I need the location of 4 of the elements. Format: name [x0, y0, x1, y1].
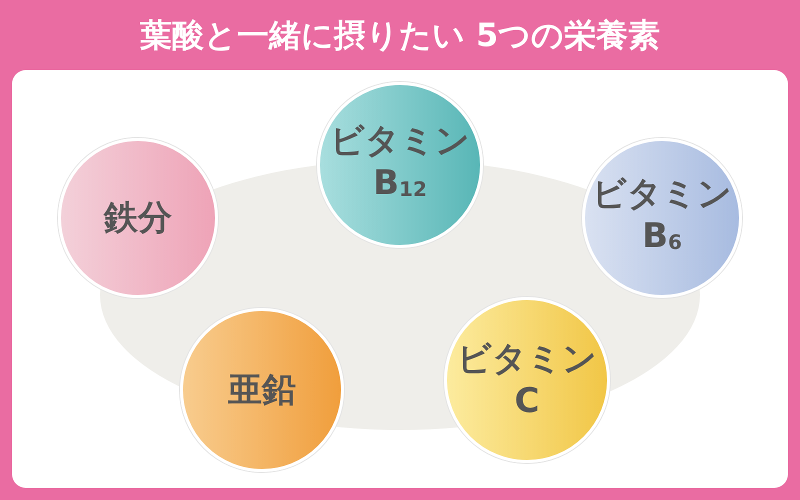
nutrient-name: ビタミンC — [456, 338, 598, 422]
title: 葉酸と一緒に摂りたい 5つの栄養素 — [138, 15, 662, 56]
nutrient-name: 鉄分 — [102, 197, 173, 239]
nutrient-name: 亜鉛 — [227, 369, 297, 411]
